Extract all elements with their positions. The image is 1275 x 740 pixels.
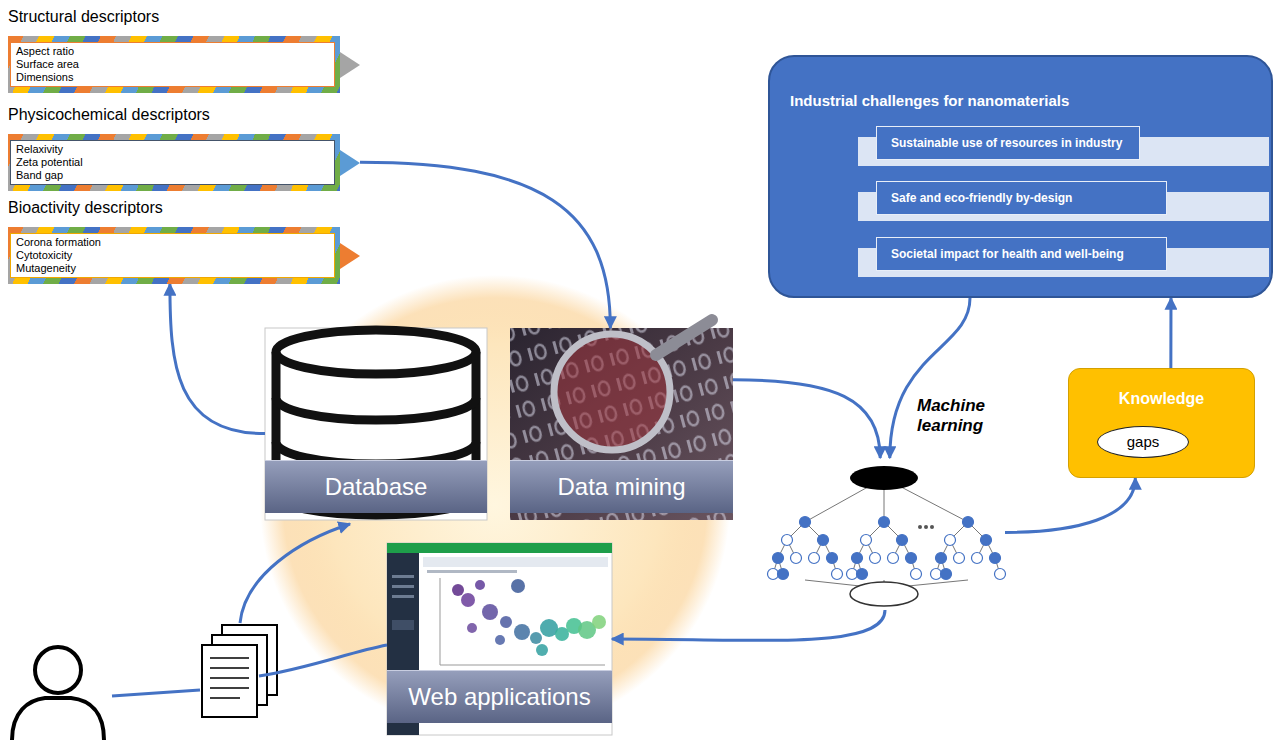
descriptor-group: Structural descriptorsAspect ratioSurfac… <box>8 6 360 93</box>
arrow-tip <box>340 243 360 269</box>
connector-arrow <box>1169 298 1172 368</box>
arrow-tip <box>340 52 360 78</box>
documents-icon <box>202 625 277 717</box>
descriptor-group: Physicochemical descriptorsRelaxivityZet… <box>8 104 360 191</box>
database-icon <box>265 328 487 520</box>
image-tile: Web applications <box>387 543 612 735</box>
node-text: Safe and eco-friendly by-design <box>876 181 1167 215</box>
connector-arrow <box>170 284 265 434</box>
stripe-band: Corona formationCytotoxicityMutageneity <box>8 227 340 284</box>
data-mining-photo <box>510 320 733 520</box>
connector-arrow <box>612 610 885 640</box>
web-app-screenshot <box>387 543 612 735</box>
gap-ellipse: gaps <box>1097 426 1189 458</box>
challenge-panel: Industrial challenges for nanomaterialsS… <box>768 55 1273 298</box>
ml-tree-ensemble <box>768 466 1006 606</box>
node-text: Data mining <box>510 460 733 513</box>
challenge-box: Societal impact for health and well-bein… <box>858 237 1269 281</box>
connector-arrow <box>360 162 610 328</box>
node-text: Cytotoxicity <box>16 249 329 262</box>
node-text: Industrial challenges for nanomaterials <box>790 91 1271 110</box>
challenge-box: Sustainable use of resources in industry <box>858 126 1269 170</box>
node-text: Relaxivity <box>16 143 329 156</box>
input-lines <box>112 524 387 696</box>
arrow-tip <box>340 150 360 176</box>
node-text: Societal impact for health and well-bein… <box>876 237 1167 271</box>
descriptor-box: Corona formationCytotoxicityMutageneity <box>10 233 335 278</box>
image-tile: Data mining <box>510 328 733 520</box>
node-text: Physicochemical descriptors <box>8 104 360 126</box>
stripe-band: RelaxivityZeta potentialBand gap <box>8 134 340 191</box>
connector-arrow <box>1005 478 1135 532</box>
node-text: Band gap <box>16 169 329 182</box>
node-text: Dimensions <box>16 71 329 84</box>
node-text: Structural descriptors <box>8 6 360 28</box>
node-text: Web applications <box>387 670 612 723</box>
node-text: Database <box>265 460 487 513</box>
stripe-band: Aspect ratioSurface areaDimensions <box>8 36 340 93</box>
node-text: Zeta potential <box>16 156 329 169</box>
descriptor-group: Bioactivity descriptorsCorona formationC… <box>8 197 360 284</box>
descriptor-box: RelaxivityZeta potentialBand gap <box>10 140 335 185</box>
knowledge-box: Knowledge gaps <box>1068 368 1255 478</box>
descriptor-box: Aspect ratioSurface areaDimensions <box>10 42 335 87</box>
node-text: Knowledge <box>1069 369 1254 409</box>
node-text: gaps <box>1127 427 1160 456</box>
node-text: Machine learning <box>917 396 1017 436</box>
node-text: Aspect ratio <box>16 45 329 58</box>
node-text: Mutageneity <box>16 262 329 275</box>
connector-arrow <box>733 380 880 458</box>
challenge-box: Safe and eco-friendly by-design <box>858 181 1269 225</box>
node-text: Sustainable use of resources in industry <box>876 126 1140 160</box>
node-text: Corona formation <box>16 236 329 249</box>
ml-model: Machine learning <box>765 458 1005 610</box>
node-text: Bioactivity descriptors <box>8 197 360 219</box>
user-icon <box>12 647 104 740</box>
node-text: Surface area <box>16 58 329 71</box>
image-tile: Database <box>265 328 487 520</box>
